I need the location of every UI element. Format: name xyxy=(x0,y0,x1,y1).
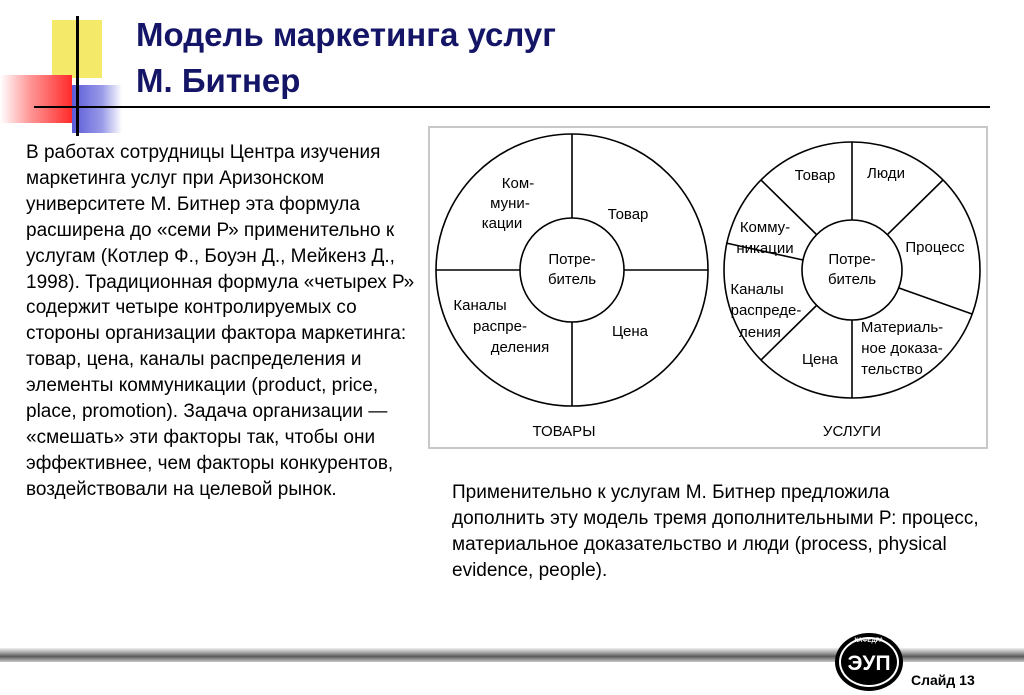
department-logo: КАФЕДРА ЭУП xyxy=(835,633,903,691)
diagram-canvas: Потре- битель Ком- муни- кации Товар Кан… xyxy=(435,133,981,440)
services-communications-line-2: никации xyxy=(736,240,793,257)
goods-inner-circle xyxy=(519,217,625,323)
decor-vertical-line xyxy=(76,16,79,136)
logo-top-text: КАФЕДРА xyxy=(854,638,884,644)
logo-main-text: ЭУП xyxy=(847,652,890,675)
services-process-label: Процесс xyxy=(905,239,965,256)
goods-communications-line-2: муни- xyxy=(490,195,530,212)
services-evidence-line-2: ное доказа- xyxy=(861,340,943,357)
services-price-label: Цена xyxy=(802,351,839,368)
services-divider-5 xyxy=(760,304,818,361)
services-divider-2 xyxy=(886,179,944,236)
services-divider-7 xyxy=(760,179,818,236)
services-evidence-line-1: Материаль- xyxy=(861,319,943,336)
services-communications-line-1: Комму- xyxy=(740,219,790,236)
goods-channels-line-3: деления xyxy=(491,339,549,356)
slide-number: Слайд 13 xyxy=(911,672,975,688)
services-center-line-1: Потре- xyxy=(828,251,875,268)
services-product-label: Товар xyxy=(795,167,836,184)
decor-blue-square xyxy=(72,85,122,133)
decor-red-gradient xyxy=(0,75,72,123)
services-divider-3 xyxy=(898,287,973,315)
goods-communications-line-3: кации xyxy=(482,215,523,232)
services-divider-6 xyxy=(725,242,804,261)
goods-center-line-1: Потре- xyxy=(548,251,595,268)
services-channels-line-3: ления xyxy=(739,324,781,341)
goods-channels-line-1: Каналы xyxy=(453,297,506,314)
services-channels-line-1: Каналы xyxy=(730,281,783,298)
footer-bar xyxy=(0,648,1024,662)
services-evidence-line-3: тельство xyxy=(861,361,923,378)
marketing-mix-diagram: Потре- битель Ком- муни- кации Товар Кан… xyxy=(428,126,988,449)
services-caption: УСЛУГИ xyxy=(823,423,881,440)
title-line-1: Модель маркетинга услуг xyxy=(136,16,557,53)
title-underline xyxy=(34,106,990,108)
services-people-label: Люди xyxy=(867,165,905,182)
left-paragraph: В работах сотрудницы Центра изучения мар… xyxy=(26,142,415,500)
page-title: Модель маркетинга услуг М. Битнер xyxy=(136,12,556,104)
goods-price-label: Цена xyxy=(612,323,649,340)
goods-center-line-2: битель xyxy=(548,271,596,288)
goods-channels-line-2: распре- xyxy=(473,318,527,335)
right-paragraph: Применительно к услугам М. Битнер предло… xyxy=(452,482,979,581)
goods-caption: ТОВАРЫ xyxy=(533,423,596,440)
goods-communications-line-1: Ком- xyxy=(502,175,534,192)
services-center-line-2: битель xyxy=(828,271,876,288)
title-line-2: М. Битнер xyxy=(136,62,301,99)
services-channels-line-2: распреде- xyxy=(731,302,802,319)
goods-product-label: Товар xyxy=(608,206,649,223)
